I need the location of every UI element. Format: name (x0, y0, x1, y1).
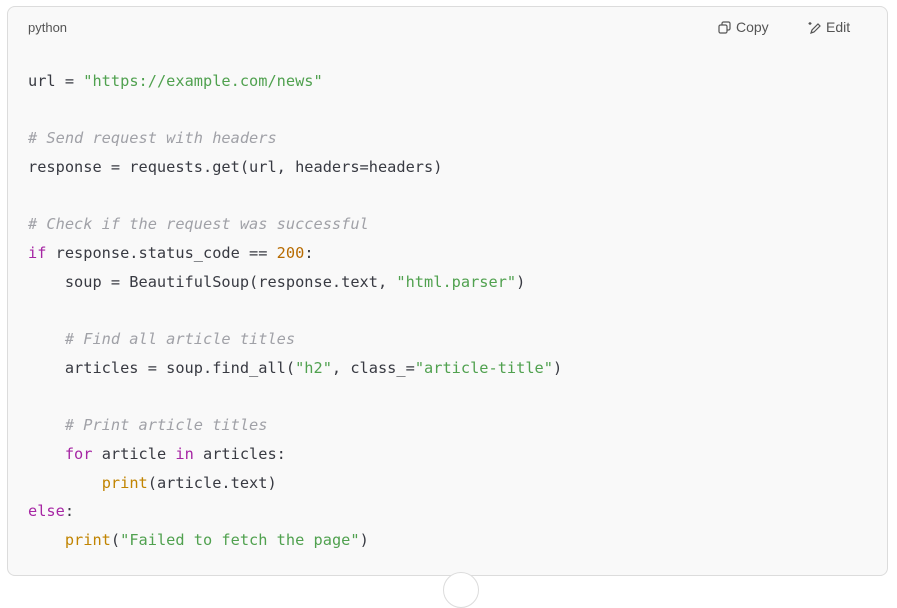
code-token: "https://example.com/news" (83, 72, 323, 90)
code-line: # Check if the request was successful (28, 210, 562, 239)
code-line (28, 96, 562, 125)
code-token: "Failed to fetch the page" (120, 531, 360, 549)
code-token: , class_= (331, 358, 415, 377)
code-content: url = "https://example.com/news" # Send r… (28, 67, 562, 555)
code-token: in (175, 444, 194, 463)
code-token: ( (110, 531, 121, 549)
code-line: response = requests.get(url, headers=hea… (28, 153, 562, 182)
code-line: if response.status_code == 200: (28, 239, 562, 268)
scroll-down-button[interactable] (443, 572, 479, 608)
code-line (28, 182, 562, 211)
code-line: for article in articles: (28, 440, 562, 469)
edit-button[interactable]: Edit (808, 19, 850, 35)
edit-label: Edit (826, 19, 851, 35)
code-token: print (101, 473, 148, 492)
code-token: response.status_code == (46, 244, 277, 263)
code-token: ) (552, 358, 563, 377)
code-token: url = (28, 72, 84, 90)
code-line: soup = BeautifulSoup(response.text, "htm… (28, 268, 562, 297)
code-block: python Copy Edit url = "https://example.… (7, 6, 888, 576)
code-token: ) (359, 531, 369, 549)
code-token (28, 330, 65, 348)
code-token: # Print article titles (64, 416, 268, 435)
code-token: (article.text) (147, 473, 277, 492)
code-token: if (28, 244, 47, 263)
code-token: response = requests.get(url, headers=hea… (28, 158, 443, 177)
code-line: print("Failed to fetch the page") (28, 526, 562, 555)
code-token: # Send request with headers (28, 129, 277, 148)
code-token: "html.parser" (396, 272, 517, 291)
language-label: python (28, 20, 68, 35)
code-token (28, 445, 65, 463)
code-token: "h2" (295, 358, 332, 377)
code-line: # Send request with headers (28, 124, 562, 153)
code-line: print(article.text) (28, 469, 562, 498)
code-token: for (64, 444, 93, 463)
edit-pencil-icon (808, 21, 821, 34)
code-line: articles = soup.find_all("h2", class_="a… (28, 354, 562, 383)
code-token: articles = soup.find_all( (28, 358, 296, 377)
code-token: : (304, 244, 314, 263)
code-token: article (92, 444, 176, 463)
code-token: 200 (276, 244, 305, 263)
code-line: # Print article titles (28, 411, 562, 440)
code-token: print (64, 531, 111, 549)
code-token: ) (516, 272, 526, 291)
code-token: # Check if the request was successful (28, 215, 369, 234)
code-line: # Find all article titles (28, 325, 562, 354)
code-token: else (28, 502, 65, 521)
code-token (28, 416, 65, 434)
code-token (28, 474, 102, 492)
code-token (28, 531, 65, 549)
code-token: articles: (193, 444, 286, 463)
code-token: : (64, 502, 75, 521)
copy-label: Copy (736, 19, 769, 35)
code-line (28, 383, 562, 412)
code-line: else: (28, 497, 562, 526)
copy-button[interactable]: Copy (718, 19, 769, 35)
code-line (28, 297, 562, 326)
code-token: soup = BeautifulSoup(response.text, (28, 272, 397, 291)
code-token: # Find all article titles (64, 330, 296, 349)
code-line: url = "https://example.com/news" (28, 67, 562, 96)
copy-icon (718, 20, 731, 34)
code-token: "article-title" (414, 358, 553, 377)
